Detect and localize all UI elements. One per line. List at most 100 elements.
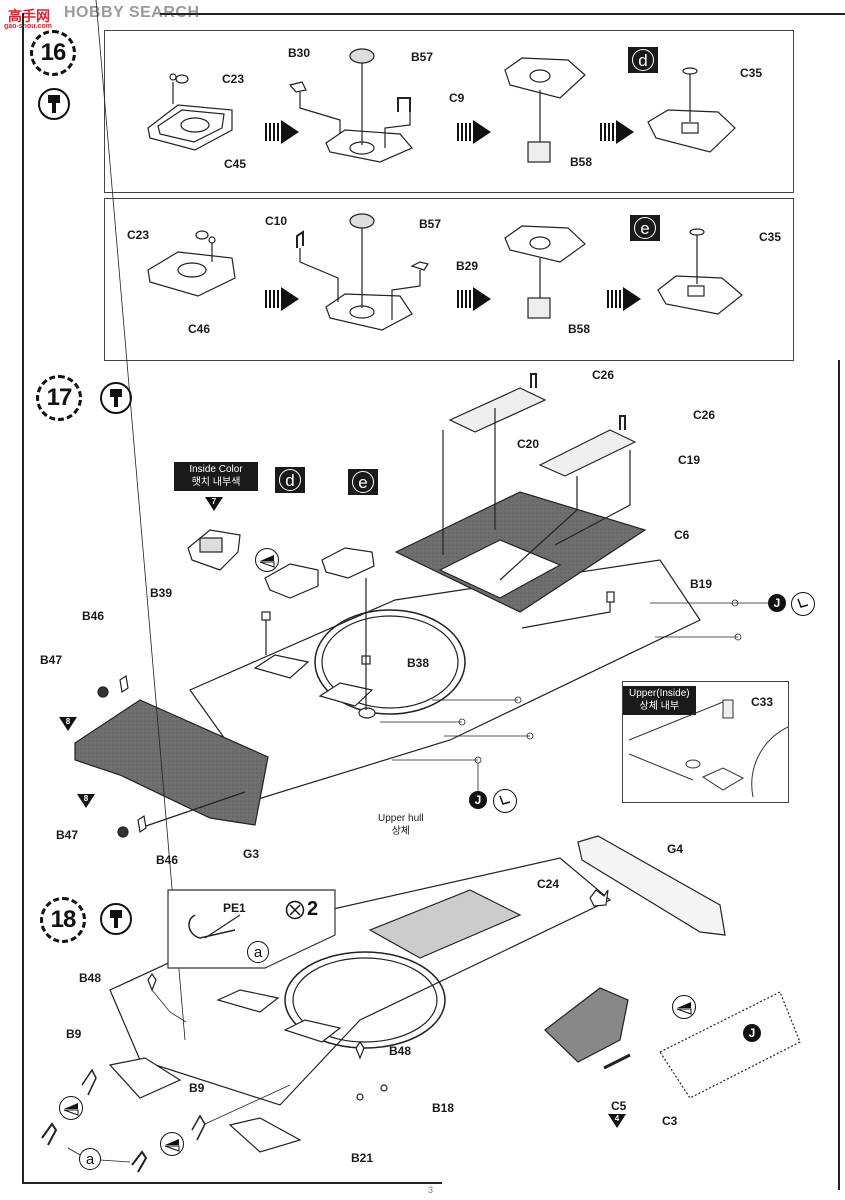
- ref-a-badge: a: [79, 1148, 101, 1170]
- hatch-e-step2: [325, 293, 413, 331]
- liquid-cement-icon: [493, 789, 517, 813]
- spare-track-plate: [659, 991, 801, 1099]
- pe-bracket-a2: [131, 1150, 148, 1173]
- watermark-logo: 高手网: [8, 6, 50, 26]
- label-c5: C5: [611, 1099, 627, 1113]
- drill-marker-j: J: [743, 1024, 761, 1042]
- liquid-cement-icon: [791, 592, 815, 616]
- label-b47: B47: [40, 653, 63, 667]
- label-b48: B48: [79, 971, 102, 985]
- part-c23-e: [195, 230, 216, 244]
- part-g3: [74, 699, 269, 826]
- label-c9: C9: [449, 91, 465, 105]
- part-b21: [356, 1093, 364, 1101]
- part-c24: [589, 889, 609, 907]
- label-b18: B18: [432, 1101, 455, 1115]
- part-b48-b: [355, 1040, 365, 1060]
- label-b58: B58: [568, 322, 591, 336]
- next-step-arrow-icon: [600, 120, 634, 144]
- part-c45: [147, 104, 233, 151]
- part-c5: [603, 1053, 631, 1070]
- part-b58-d: [527, 141, 551, 163]
- label-b46: B46: [82, 609, 105, 623]
- label-b58: B58: [570, 155, 593, 169]
- part-c26-b: [619, 415, 626, 430]
- part-c10: [296, 230, 304, 248]
- part-b46-a: [119, 674, 129, 694]
- part-b30: [288, 81, 307, 93]
- paint-code-marker: 8: [77, 794, 95, 808]
- part-c35-e: [689, 228, 705, 236]
- pe-inset-frame: [167, 889, 336, 969]
- opposite-side-icon: [672, 995, 696, 1019]
- label-b21: B21: [351, 1151, 374, 1165]
- label-c46: C46: [188, 322, 211, 336]
- drill-marker-j: J: [469, 791, 487, 809]
- label-c26: C26: [693, 408, 716, 422]
- part-b47-a: [97, 686, 109, 698]
- part-pe1: [188, 914, 241, 939]
- part-c23-d: [169, 73, 189, 84]
- part-b39: [261, 611, 271, 621]
- ref-a-badge: a: [247, 941, 269, 963]
- part-b48-a: [147, 972, 157, 992]
- label-b19: B19: [690, 577, 713, 591]
- step-number-16: 16: [30, 30, 76, 76]
- part-g4: [577, 835, 726, 936]
- page-border-left: [22, 13, 24, 1183]
- times-icon: [285, 900, 305, 919]
- hatch-e-step3: [504, 225, 586, 263]
- hatch-d-step4: [647, 109, 736, 153]
- part-c26-a: [530, 373, 537, 388]
- label-c24: C24: [537, 877, 560, 891]
- cement-brush-icon: [38, 88, 70, 120]
- hatch-e-installed: [321, 547, 375, 579]
- label-c26: C26: [592, 368, 615, 382]
- inside-color-callout: Inside Color 햇치 내부색: [174, 462, 258, 491]
- label-c20: C20: [517, 437, 540, 451]
- label-c3: C3: [662, 1114, 678, 1128]
- label-c6: C6: [674, 528, 690, 542]
- part-b58-e: [527, 297, 551, 319]
- part-b9-b: [191, 1114, 206, 1141]
- variant-d-badge: d: [275, 467, 305, 493]
- part-b57-e: [349, 213, 375, 229]
- part-b9-a: [81, 1068, 97, 1096]
- label-pe1: PE1: [223, 901, 246, 915]
- watermark-subtitle: gao-shou.com: [4, 23, 52, 30]
- part-b46-b: [137, 814, 147, 834]
- lower-hull-rear: [108, 857, 612, 1153]
- paint-code-marker: 7: [205, 497, 223, 511]
- part-c3: [544, 987, 629, 1063]
- inset-illustration: [628, 699, 788, 798]
- hatch-e-step4: [657, 275, 743, 315]
- label-b9: B9: [189, 1081, 205, 1095]
- page-border-bottom: [22, 1182, 442, 1184]
- label-c35: C35: [759, 230, 782, 244]
- label-c33: C33: [751, 695, 774, 709]
- part-b47-b: [117, 826, 129, 838]
- label-c35: C35: [740, 66, 763, 80]
- variant-e-badge: e: [630, 215, 660, 241]
- label-b30: B30: [288, 46, 311, 60]
- next-step-arrow-icon: [607, 287, 641, 311]
- label-b57: B57: [419, 217, 442, 231]
- paint-code-marker: 4: [608, 1114, 626, 1128]
- page-border-top: [160, 13, 845, 15]
- cement-brush-icon: [100, 903, 132, 935]
- part-c46: [147, 251, 236, 297]
- label-c23: C23: [222, 72, 245, 86]
- pe-bracket-a1: [41, 1122, 58, 1146]
- next-step-arrow-icon: [457, 287, 491, 311]
- part-b18: [380, 1084, 388, 1092]
- label-b57: B57: [411, 50, 434, 64]
- cement-brush-icon: [100, 382, 132, 414]
- step-number-17: 17: [36, 375, 82, 421]
- next-step-arrow-icon: [457, 120, 491, 144]
- quantity-x2: 2: [285, 898, 318, 921]
- label-b48: B48: [389, 1044, 412, 1058]
- label-b38: B38: [407, 656, 430, 670]
- upper-inside-inset: Upper(Inside) 상체 내부 C33: [622, 681, 789, 803]
